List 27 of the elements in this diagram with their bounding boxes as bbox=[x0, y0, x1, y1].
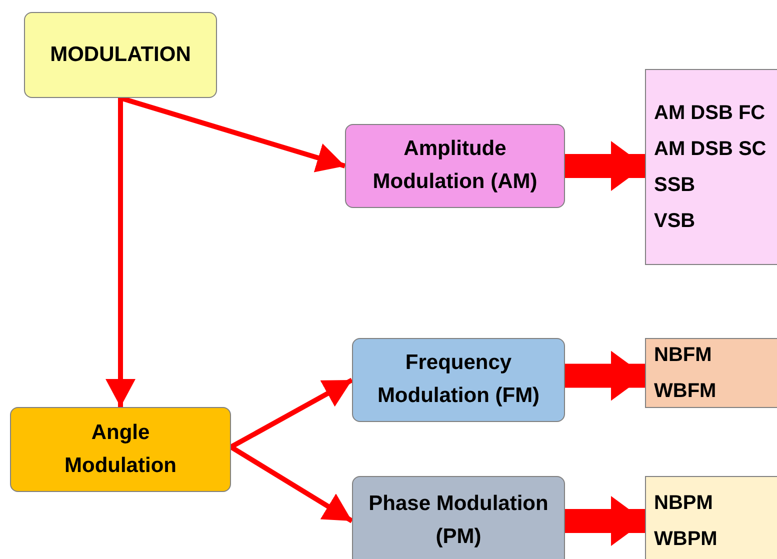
arrow bbox=[230, 444, 354, 524]
arrow bbox=[230, 378, 354, 450]
list-item: SSB bbox=[654, 173, 696, 198]
list-box bbox=[645, 476, 777, 559]
block-arrow bbox=[565, 496, 645, 546]
process-box bbox=[10, 407, 231, 492]
list-item: WBPM bbox=[654, 527, 718, 552]
node-label: MODULATION bbox=[50, 42, 191, 68]
node-label: Frequency Modulation (FM) bbox=[376, 350, 541, 409]
process-box bbox=[24, 12, 217, 98]
list-item: NBFM bbox=[654, 343, 713, 368]
list-box bbox=[645, 69, 777, 265]
process-box bbox=[352, 338, 565, 422]
block-arrow bbox=[565, 141, 645, 191]
node-label: Amplitude Modulation (AM) bbox=[372, 136, 538, 195]
node-label: Phase Modulation (PM) bbox=[368, 491, 550, 550]
list-box bbox=[645, 338, 777, 408]
list-item: AM DSB FC bbox=[654, 101, 766, 126]
list-item: VSB bbox=[654, 209, 696, 234]
list-item: AM DSB SC bbox=[654, 137, 768, 162]
process-box bbox=[345, 124, 565, 208]
process-box bbox=[352, 476, 565, 559]
node-label: Angle Modulation bbox=[64, 420, 178, 478]
list-item: WBFM bbox=[654, 379, 718, 404]
block-arrow bbox=[565, 350, 645, 401]
arrow bbox=[106, 98, 136, 407]
list-item: NBPM bbox=[654, 491, 714, 516]
